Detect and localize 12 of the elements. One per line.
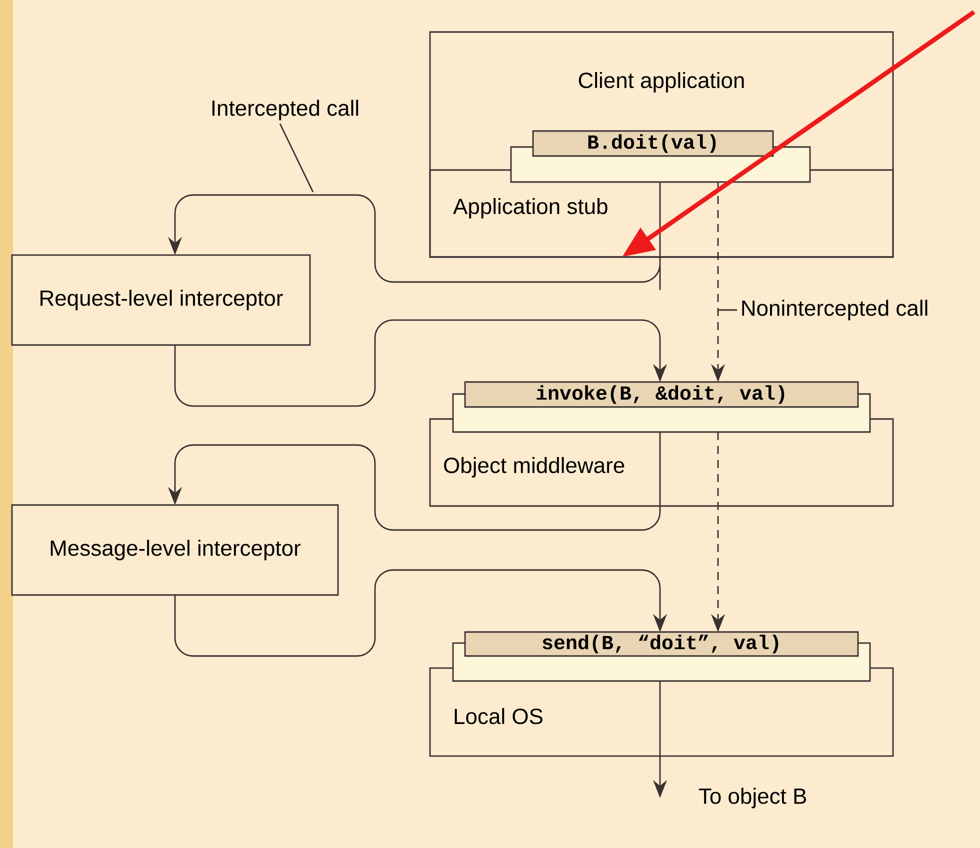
call-box: B.doit(val) bbox=[532, 130, 774, 157]
leader-line bbox=[718, 309, 737, 311]
interceptor-box: Message-level interceptor bbox=[11, 504, 339, 596]
callout-label: Intercepted call bbox=[212, 100, 358, 120]
arrow bbox=[174, 319, 668, 407]
call-box: send(B, “doit”, val) bbox=[464, 631, 859, 657]
destination-label: To object B bbox=[698, 788, 806, 808]
call-box: invoke(B, &doit, val) bbox=[464, 381, 859, 408]
leader-line bbox=[279, 123, 314, 192]
interceptor-box: Request-level interceptor bbox=[11, 254, 311, 346]
arrow bbox=[174, 569, 668, 657]
callout-label: Nonintercepted call bbox=[742, 300, 928, 320]
